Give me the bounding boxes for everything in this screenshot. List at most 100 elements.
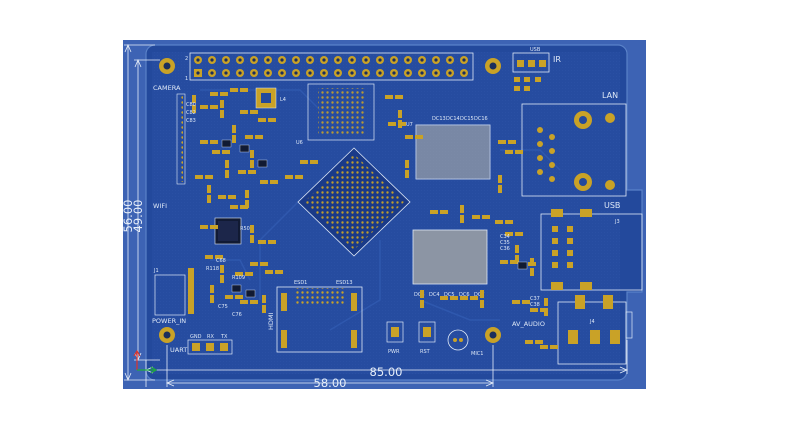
usb-pin [552,226,558,232]
esd1-label: ESD1 [294,280,307,286]
smd-pad [398,122,406,126]
smd-pad [440,296,448,300]
origin-axes [133,349,158,374]
header-pin-hole [420,71,424,75]
smd-pad [510,260,518,264]
usb-small-label: USB [530,47,541,53]
header-pin-hole [448,71,452,75]
smd-pad [228,195,236,199]
smd-pad [250,110,258,114]
usb-pin [567,250,573,256]
gpio-header [189,52,474,81]
smd-pad [250,160,254,168]
header-pin-hole [210,58,214,62]
smd-pad [460,205,464,213]
smd-pad [240,88,248,92]
rx-label: RX [207,334,214,340]
smd-pad [262,305,266,313]
smd-pad [192,95,196,103]
smd-pad [230,205,238,209]
smd-pad [515,245,519,253]
component-label: C68 [216,258,226,264]
dim-width-full: 85.00 [370,365,403,379]
smd-ic [231,284,242,293]
dimension-lines [124,43,629,387]
smd-pad [240,300,248,304]
smd-pad [544,308,548,316]
smd-pad [235,295,243,299]
usb-pin [567,238,573,244]
smd-pad [385,95,393,99]
smd-pad [265,270,273,274]
av-audio-label: AV_AUDIO [512,320,545,328]
usb-pin [567,262,573,268]
dim-height-outer: 56.00 [121,200,135,233]
smd-pad [250,225,254,233]
smd-pad [270,180,278,184]
header-pin-hole [392,58,396,62]
smd-pad [480,290,484,298]
smd-pad [460,215,464,223]
smd-pad [405,170,409,178]
smd-pad [240,110,248,114]
smd-pad [250,262,258,266]
smd-pad [255,135,263,139]
header-pin-hole [238,58,242,62]
smd-pad [405,160,409,168]
hdmi-connector [276,286,363,353]
header-pin-hole [322,58,326,62]
lan-pin [537,127,543,133]
smd-pad [210,140,218,144]
smd-pad [245,272,253,276]
component-label: C83 [186,118,196,124]
header-pin-hole [266,58,270,62]
header-pin-hole [294,71,298,75]
av-audio-jack [557,295,633,365]
smd-pad [207,195,211,203]
smd-pad [420,300,424,308]
lan-pin [549,148,555,154]
wifi-label: WIFI [153,202,167,210]
dc-label: DC4 [429,292,440,298]
header-pin-hole [434,71,438,75]
lan-pin [537,155,543,161]
smd-pad [505,220,513,224]
header-pin-hole [350,58,354,62]
smd-pad [275,270,283,274]
component-label: C36 [500,246,510,252]
smd-pad [200,105,208,109]
smd-pad [522,300,530,304]
esd13-label: ESD13 [336,280,353,286]
smd-pad [498,185,502,193]
smd-pad [544,298,548,306]
lan-label: LAN [602,91,618,100]
smd-pad [450,296,458,300]
header-pin-hole [280,58,284,62]
ir-label: IR [553,55,561,64]
smd-pad [258,118,266,122]
smd-pad [230,88,238,92]
usb-pin [552,238,558,244]
dc-label: DC14 [446,116,460,122]
uart-header [187,339,233,355]
smd-pad [210,105,218,109]
j1-label: J1 [153,268,159,274]
smd-pad [430,210,438,214]
smd-pad [258,240,266,244]
smd-pad [218,195,226,199]
tx-label: TX [220,334,228,340]
smd-pad [220,110,224,118]
component-label: C37 [530,296,540,302]
smd-ic [245,289,256,298]
smd-pad [232,135,236,143]
lan-pin [549,176,555,182]
smd-pad [210,285,214,293]
component-label: R50 [240,226,250,232]
smd-pad [220,100,224,108]
smd-pad [285,175,293,179]
smd-pad [212,150,220,154]
smd-pad [310,160,318,164]
component-label: R109 [232,275,245,281]
smd-pad [200,225,208,229]
